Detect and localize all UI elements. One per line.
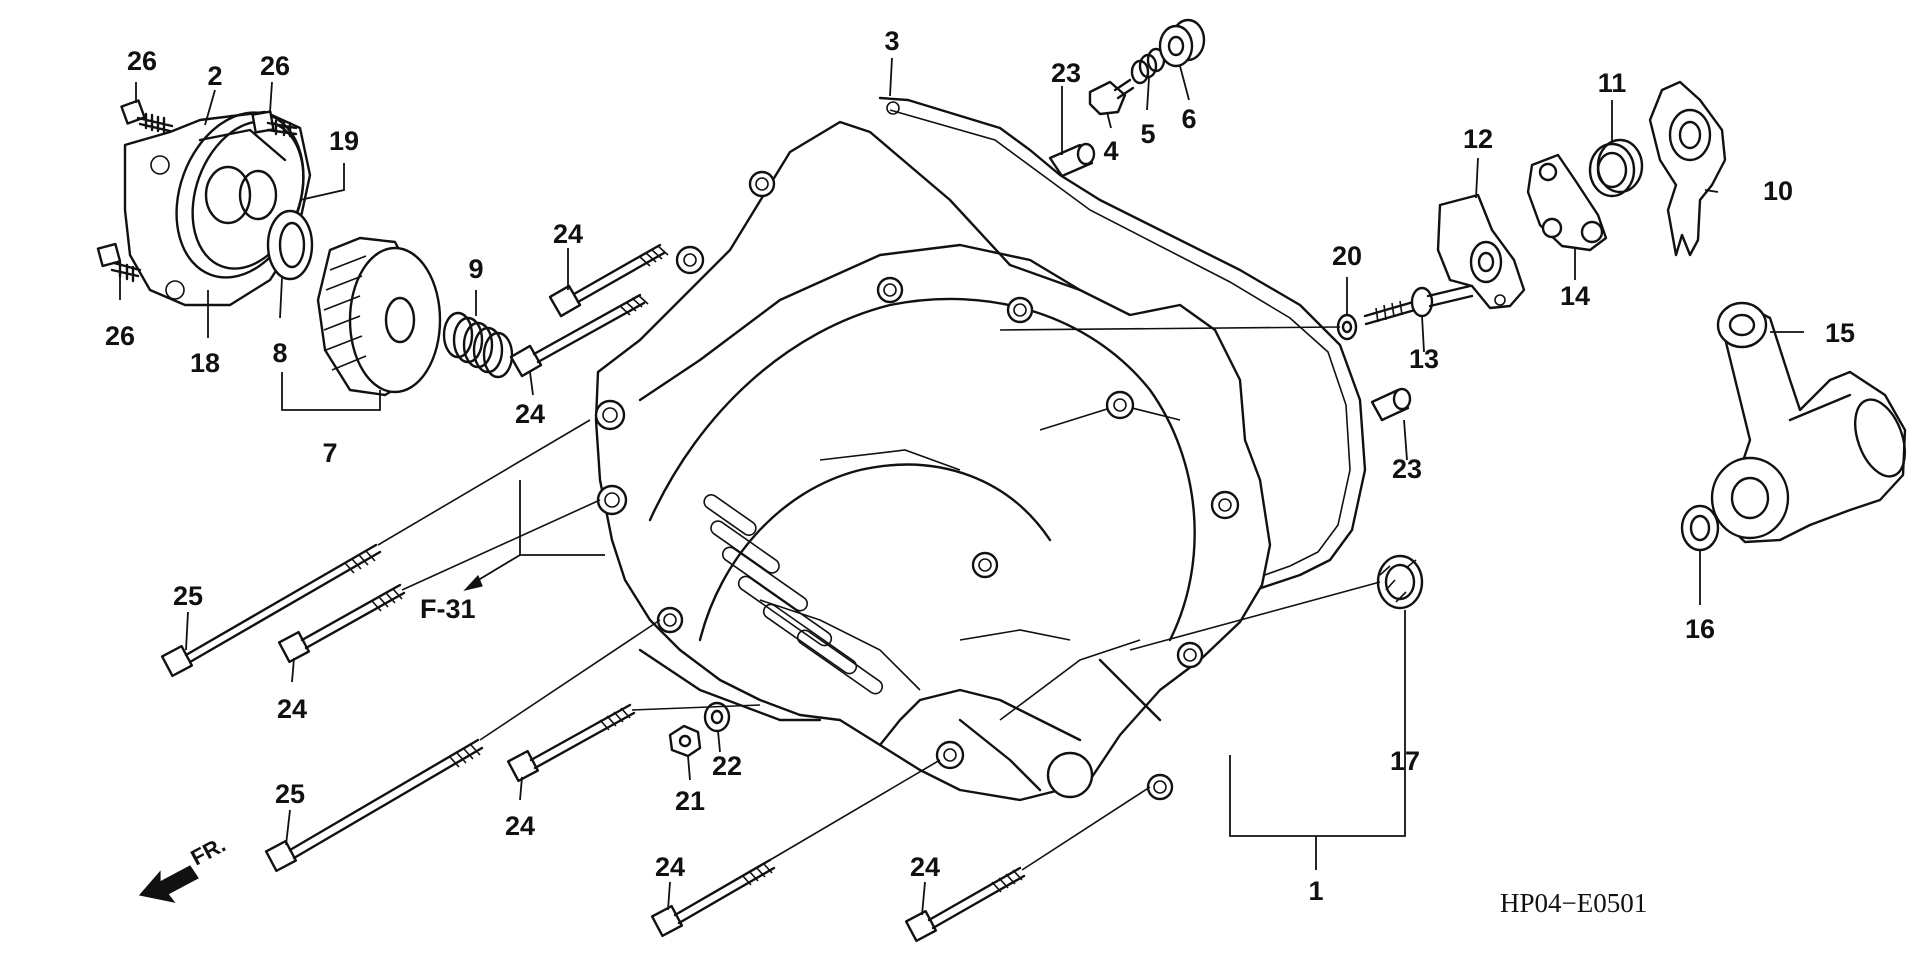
plate-part-12 (1436, 193, 1526, 310)
bolt-part-24-b (509, 293, 649, 378)
bolt-part-20 (1336, 313, 1358, 341)
bolt-part-26-a (120, 99, 174, 134)
callout-8: 8 (272, 338, 287, 368)
dowel-pin-part-23-b (1370, 387, 1412, 422)
pin-part-13 (1363, 284, 1474, 326)
callout-5: 5 (1140, 119, 1155, 149)
callout-26-b: 26 (260, 51, 290, 81)
callout-24-b: 24 (515, 399, 545, 429)
plate-part-10 (1648, 80, 1727, 257)
callout-26-a: 26 (127, 46, 157, 76)
callout-21: 21 (675, 786, 705, 816)
oil-seal-part-8 (266, 209, 314, 281)
spring-part-9 (442, 311, 514, 379)
callout-7: 7 (322, 438, 337, 468)
spring-part-5 (1130, 47, 1166, 85)
callout-25-a: 25 (173, 581, 203, 611)
callout-6: 6 (1181, 104, 1196, 134)
callout-4: 4 (1103, 136, 1118, 166)
bearing-part-17 (1376, 554, 1424, 610)
callout-24-a: 24 (553, 219, 583, 249)
callout-25-b: 25 (275, 779, 305, 809)
callout-13: 13 (1409, 344, 1439, 374)
callout-11: 11 (1598, 68, 1627, 98)
callout-23-b: 23 (1392, 454, 1422, 484)
arm-part-15 (1710, 301, 1907, 544)
bolt-part-26-b (251, 110, 298, 138)
bolt-part-24-f (904, 866, 1026, 943)
diagram-code: HP04−E0501 (1500, 888, 1647, 918)
callout-24-e: 24 (655, 852, 685, 882)
callout-17: 17 (1390, 746, 1420, 776)
callout-20: 20 (1332, 241, 1362, 271)
front-direction-arrow: FR. (138, 832, 230, 903)
bolt-part-25-a (160, 543, 382, 678)
bolt-part-26-c (96, 242, 142, 283)
washer-part-16 (1680, 504, 1720, 552)
bolt-part-24-e (650, 858, 776, 938)
callout-23-a: 23 (1051, 58, 1081, 88)
washer-part-22 (703, 701, 731, 733)
callout-16: 16 (1685, 614, 1715, 644)
gasket-part-3 (878, 96, 1367, 592)
callout-18: 18 (190, 348, 220, 378)
dowel-pin-part-23-a (1048, 142, 1096, 178)
callout-24-f: 24 (910, 852, 940, 882)
bolt-part-24-d (506, 703, 636, 783)
front-label: FR. (187, 832, 230, 871)
callout-22: 22 (712, 751, 742, 781)
callout-14: 14 (1560, 281, 1590, 311)
bolt-part-24-a (548, 243, 669, 318)
nut-part-21 (668, 724, 702, 758)
callout-19: 19 (329, 126, 359, 156)
bolt-part-24-c (277, 583, 406, 664)
callout-24-d: 24 (505, 811, 535, 841)
cap-part-6 (1158, 18, 1206, 68)
callout-15: 15 (1825, 318, 1855, 348)
callout-labels: 1 2 3 4 5 6 7 8 9 10 11 12 13 14 15 16 1… (105, 26, 1855, 906)
reference-label: F-31 (420, 594, 476, 624)
bolt-part-4 (1088, 78, 1135, 116)
callout-1: 1 (1308, 876, 1323, 906)
callout-3: 3 (884, 26, 899, 56)
spring-part-11 (1588, 138, 1644, 198)
callout-2: 2 (207, 61, 222, 91)
plate-part-14 (1526, 153, 1608, 252)
oil-filter-part-7 (316, 236, 442, 397)
bolt-part-25-b (264, 738, 484, 873)
callout-9: 9 (468, 254, 483, 284)
callout-10: 10 (1763, 176, 1793, 206)
crankcase-cover-part-1 (594, 120, 1272, 802)
callout-26-c: 26 (105, 321, 135, 351)
leader-lines (119, 57, 1804, 916)
callout-24-c: 24 (277, 694, 307, 724)
cover-vent-slots (703, 494, 884, 695)
callout-12: 12 (1463, 124, 1493, 154)
